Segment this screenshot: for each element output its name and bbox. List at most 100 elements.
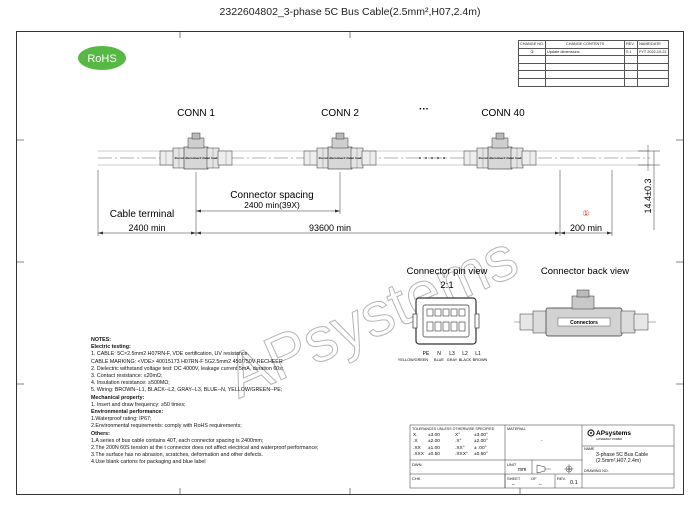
connector-1: Do not disconnect Under load	[159, 132, 233, 170]
sheet-of: OF	[531, 476, 537, 481]
connector-2-warning: Do not disconnect Under load	[319, 156, 362, 160]
company-sub: ALTENERGY POWER	[596, 437, 622, 441]
tolerance-cell: ±0.50°	[474, 452, 488, 458]
chk-label: CHK.	[412, 476, 422, 481]
tolerance-cell: ±2.00	[428, 439, 440, 445]
continuation-dots	[419, 157, 445, 159]
tolerance-cell: .XXX	[413, 452, 424, 458]
end-length: 200 min	[570, 223, 602, 233]
pin-color-l3: GRAY	[447, 358, 458, 362]
connector-spacing-label: Connector spacing	[230, 190, 313, 201]
notes-line: 2.Environmental requirements: comply wit…	[91, 423, 242, 430]
tolerance-cell: ±0.50	[428, 452, 440, 458]
apsystems-logo: APsystems ALTENERGY POWER	[587, 429, 631, 441]
pin-label-l3: L3	[449, 351, 455, 357]
name-value-line2: (2.5mm²,H07,2.4m)	[596, 458, 641, 464]
pin-color-n: BLUE	[434, 358, 444, 362]
revision-empty-row	[517, 55, 669, 64]
pin-color-labels: YELLOW/GREEN BLUE GRAY BLACK BROWN	[398, 358, 488, 362]
rev-value: 0.1	[570, 480, 578, 486]
notes-line: 5. Wiring: BROWN--L1, BLACK--L2, GRAY--L…	[91, 387, 283, 394]
sheet-label: SHEET	[507, 476, 521, 481]
pin-label-pe: PE	[423, 351, 430, 357]
rev-cell-change-no: ①	[517, 47, 547, 57]
change-marker: ①	[582, 209, 589, 218]
pin-labels: PE N L3 L2 L1	[423, 351, 481, 357]
connector-40: Do not disconnect Under load	[463, 132, 537, 170]
cable-terminal-label: Cable terminal	[110, 209, 174, 220]
pin-label-n: N	[437, 351, 441, 357]
terminal-length: 2400 min	[128, 223, 165, 233]
watermark: APsystems	[216, 222, 527, 411]
tolerance-cell: .X	[413, 439, 418, 445]
tolerance-cell: .XX	[413, 445, 421, 451]
dimension-arrows	[98, 209, 612, 235]
rev-col-name-date: NAME/DATE	[637, 40, 669, 49]
notes-line: 4. Insulation resistance: ≥500MΩ;	[91, 380, 170, 387]
notes-line: 3.The surface has no abrasion, scratches…	[91, 452, 263, 459]
conn-40-label: CONN 40	[481, 108, 525, 119]
conn-1-label: CONN 1	[177, 108, 215, 119]
notes-heading: Others:	[91, 430, 110, 437]
rev-col-rev: REV.	[624, 40, 639, 49]
notes-line: 2.The 200N 60S tension at the t connecto…	[91, 445, 319, 451]
notes-heading: Environmental performance:	[91, 409, 164, 415]
page-title: 2322604802_3-phase 5C Bus Cable(2.5mm²,H…	[219, 6, 481, 18]
rohs-label: RoHS	[87, 53, 116, 65]
company-name: APsystems	[596, 430, 631, 437]
title-block-grid	[409, 424, 675, 489]
tolerance-cell: ± .00°	[474, 445, 487, 451]
notes-line: 1.A series of bus cable contains 40T, ea…	[91, 437, 264, 444]
tolerance-cell: ±3.00	[428, 433, 440, 438]
rohs-badge: RoHS	[78, 46, 126, 70]
notes-line: 1. Insert and draw frequency: ≥50 times;	[91, 401, 186, 408]
revision-empty-row	[517, 77, 669, 87]
back-view-title: Connector back view	[541, 266, 629, 277]
pin-view-title: Connector pin view	[407, 266, 488, 277]
rev-cell-rev: 0.1	[624, 47, 639, 57]
name-value-line1: 3-phase 5C Bus Cable	[596, 452, 649, 458]
total-length: 93600 min	[309, 223, 351, 233]
unit-value: mm	[518, 467, 527, 473]
pin-color-l1: BROWN	[473, 358, 488, 362]
revision-empty-row	[517, 70, 669, 79]
connector-2: Do not disconnect Under load	[303, 132, 377, 170]
tolerances-header: TOLERANCES UNLESS OTHERWISE SPECIFIED	[412, 427, 495, 431]
pin-color-l2: BLACK	[459, 358, 472, 362]
tolerance-cell: .XXX°	[455, 452, 468, 458]
notes-line: 1.Waterproof rating: IP67;	[91, 416, 152, 423]
tolerance-cell: X.	[413, 433, 418, 438]
material-value: -	[541, 438, 543, 443]
rev-col-change-no: CHANGE NO.	[517, 40, 547, 49]
sheet-ticks	[16, 31, 684, 495]
tolerance-cell: ±2.00°	[474, 439, 488, 445]
conn-2-label: CONN 2	[321, 108, 359, 119]
ellipsis-label: ···	[419, 104, 429, 115]
notes-line: 2. Dielectric withstand voltage test: DC…	[91, 365, 284, 372]
revision-table: CHANGE NO. CHANGE CONTENTS REV. NAME/DAT…	[517, 40, 669, 87]
sheet-number: _	[512, 480, 515, 486]
pin-label-l2: L2	[462, 351, 468, 357]
tolerance-cell: X°	[455, 433, 461, 438]
name-label: NAME	[584, 447, 595, 451]
rev-label: REV.	[557, 476, 566, 481]
pin-color-pe: YELLOW/GREEN	[398, 358, 429, 362]
connector-1-warning: Do not disconnect Under load	[175, 156, 218, 160]
notes-line: 4.Use blank cartons for packaging and bl…	[91, 459, 206, 466]
rev-col-contents: CHANGE CONTENTS	[545, 40, 626, 49]
material-label: MATERIAL	[507, 427, 526, 431]
notes-heading: NOTES:	[91, 337, 112, 343]
pin-view-drawing	[412, 297, 480, 345]
rev-cell-contents: Update dimensions	[545, 47, 626, 57]
dwn-label: DWN.	[412, 462, 423, 467]
notes-line: 3. Contact resistance: ≤20mΩ;	[91, 373, 163, 379]
pin-label-l1: L1	[475, 351, 481, 357]
notes-line: 1. CABLE: 5C×2.5mm2 H07RN-F, VDE certifi…	[91, 351, 249, 358]
rev-cell-name-date: FYT 2022-10-21	[637, 47, 669, 57]
revision-header-row: CHANGE NO. CHANGE CONTENTS REV. NAME/DAT…	[517, 40, 669, 49]
connector-40-warning: Do not disconnect Under load	[479, 156, 522, 160]
pin-view-scale: 2:1	[440, 280, 453, 291]
tolerance-cell: .X°	[455, 439, 462, 445]
notes-heading: Electric testing:	[91, 344, 131, 351]
